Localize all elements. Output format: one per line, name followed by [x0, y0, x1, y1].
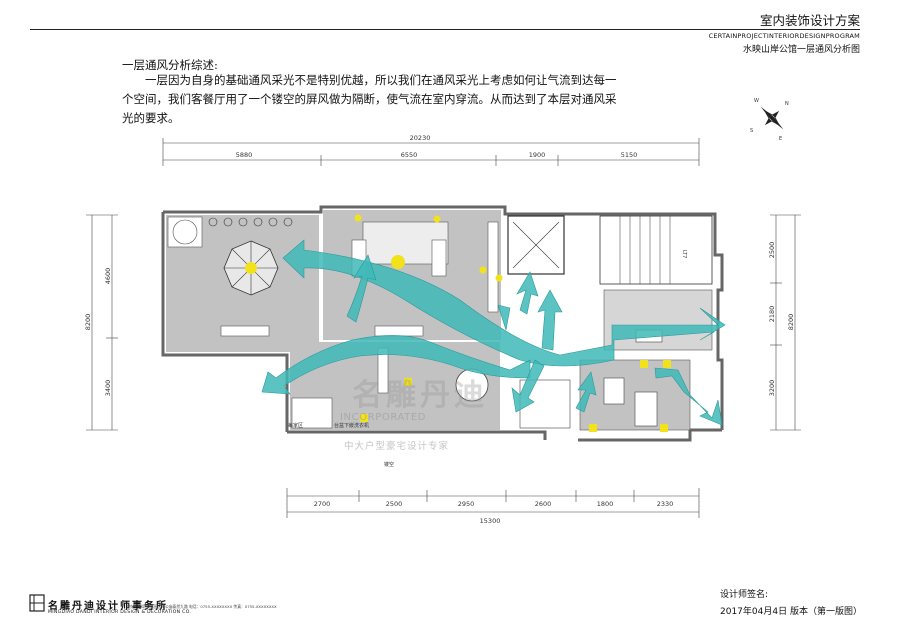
- dim-bottom-seg: 2700: [314, 500, 331, 508]
- watermark-text: 名雕丹迪: [352, 378, 488, 413]
- left-dimensions: [86, 214, 118, 431]
- dim-right-seg: 2500: [768, 242, 776, 259]
- dim-top-seg: 5150: [621, 151, 638, 159]
- lamp: [391, 255, 405, 269]
- header-subtitle-en: CERTAINPROJECTINTERIORDESIGNPROGRAM: [708, 32, 860, 40]
- dim-right-total: 8200: [787, 314, 795, 331]
- laundry: [291, 397, 333, 429]
- company-address: 地址：深圳市福田区车公庙泰然九路 电话：0755-XXXXXXXX 传真：075…: [127, 604, 277, 609]
- dim-top-seg: 1900: [529, 151, 546, 159]
- umbrella-table: [223, 240, 279, 296]
- dim-left-seg: 3400: [104, 380, 112, 397]
- designer-signature: 设计师签名:: [720, 590, 769, 600]
- toilet: [603, 377, 625, 405]
- intro-body: 一层因为自身的基础通风采光不是特别优越，所以我们在通风采光上考虑如何让气流到达每…: [122, 73, 617, 125]
- staircase: [599, 215, 713, 285]
- bottom-dimensions: [286, 488, 700, 518]
- light-markers: [354, 214, 671, 432]
- header-title: 室内装饰设计方案: [759, 13, 860, 28]
- top-dimensions: [162, 138, 700, 166]
- dim-bottom-seg: 2600: [535, 500, 552, 508]
- tv-cabinet: [487, 221, 499, 313]
- dim-bottom-seg: 2330: [657, 500, 674, 508]
- plan-label-a: 每家区: [288, 422, 303, 429]
- stair-label: LT7: [681, 250, 687, 258]
- date-version: 2017年04月4日 版本（第一版图）: [720, 607, 862, 617]
- dim-bottom-seg: 2500: [386, 500, 403, 508]
- plan-label-b: 台盆下嵌洗衣机: [334, 422, 369, 429]
- svg-text:E: E: [779, 136, 782, 142]
- logo-icon: [29, 594, 45, 612]
- shower: [634, 391, 658, 427]
- watermark-en: INCORPORATED: [340, 412, 427, 423]
- dim-top-seg: 5880: [236, 151, 253, 159]
- planter: [167, 216, 203, 248]
- dim-top-total: 20230: [410, 134, 431, 142]
- compass-icon: W N S E: [750, 98, 789, 142]
- dim-top-seg: 6550: [401, 151, 418, 159]
- sofa: [431, 239, 447, 277]
- svg-text:W: W: [754, 98, 759, 104]
- right-dimensions: [770, 214, 801, 431]
- dim-left-total: 8200: [84, 314, 92, 331]
- intro-title: 一层通风分析综述:: [122, 58, 218, 72]
- dim-left-seg: 4600: [104, 268, 112, 285]
- plan-label-c: 镂空: [384, 461, 394, 468]
- header-subtitle: 水映山岸公馆一层通风分析图: [742, 45, 860, 55]
- dim-right-seg: 2180: [768, 306, 776, 323]
- plant-row: [208, 217, 293, 227]
- svg-text:S: S: [750, 128, 753, 134]
- bbq-counter: [220, 325, 270, 337]
- company-name-en: MINGDIAO DANDI INTERIOR DESIGN & DECORAT…: [48, 610, 192, 615]
- airflow-arrows: [261, 239, 726, 426]
- dim-bottom-seg: 1800: [597, 500, 614, 508]
- svg-text:N: N: [785, 101, 789, 107]
- header-divider: [30, 29, 860, 30]
- screen-partition: [374, 325, 424, 337]
- company-name: 名雕丹迪设计师事务所: [48, 601, 168, 612]
- dim-bottom-seg: 2950: [458, 500, 475, 508]
- dim-right-seg: 3200: [768, 380, 776, 397]
- dim-bottom-total: 15300: [480, 517, 501, 525]
- watermark-slogan: 中大户型豪宅设计专家: [344, 441, 450, 452]
